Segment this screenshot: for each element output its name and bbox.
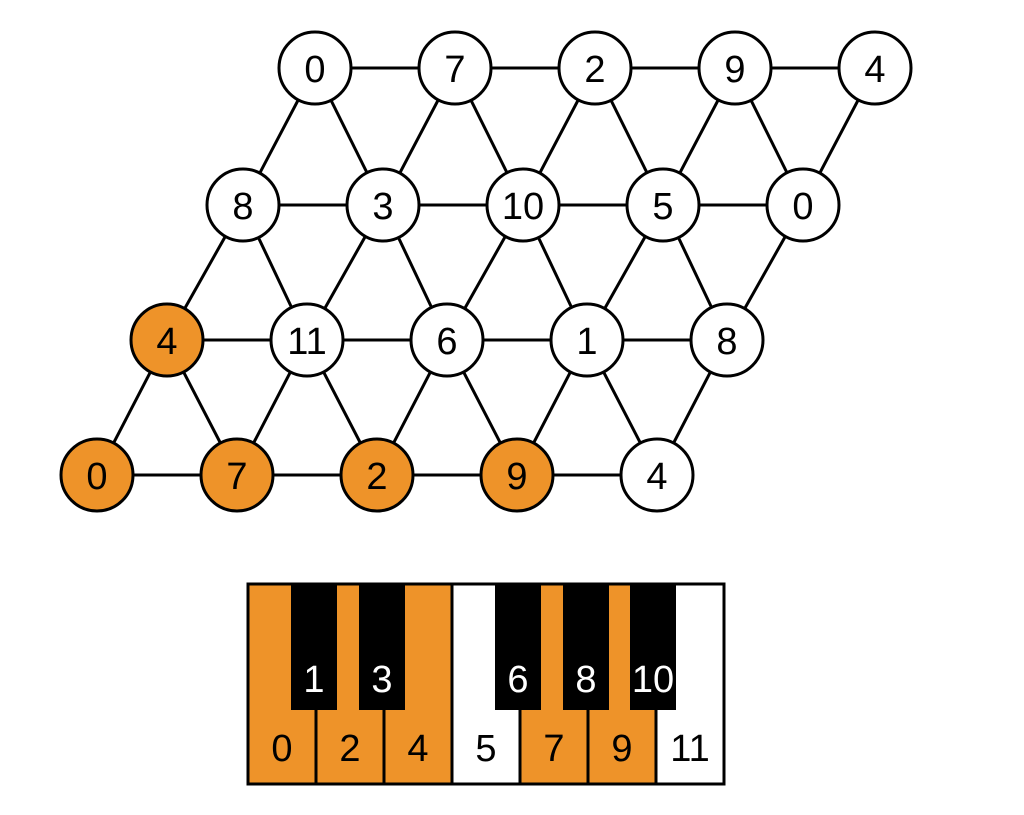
pitch-node-circle [199,437,275,513]
pitch-node-circle [269,302,345,378]
pitch-node-label: 0 [86,456,107,498]
black-key-body [630,584,676,710]
pitch-node-label: 9 [724,49,745,91]
black-key: 6 [495,584,541,710]
pitch-node: 2 [557,30,633,106]
pitch-node-label: 4 [156,321,177,363]
white-key-label: 2 [339,728,360,770]
black-key-label: 3 [371,659,392,701]
pitch-node-circle [765,167,841,243]
pitch-node-label: 4 [864,49,885,91]
pitch-node-label: 9 [506,456,527,498]
black-key: 8 [563,584,609,710]
white-key-label: 4 [407,728,428,770]
white-key-label: 7 [543,728,564,770]
pitch-node: 5 [625,167,701,243]
keyboard-frame [246,582,726,786]
pitch-node-circle [277,30,353,106]
pitch-node-label: 0 [792,186,813,228]
pitch-node-circle [345,167,421,243]
pitch-node-circle [479,437,555,513]
pitch-node-label: 1 [576,321,597,363]
pitch-node: 9 [697,30,773,106]
pitch-node-label: 11 [287,321,326,363]
pitch-node-label: 0 [304,49,325,91]
pitch-node: 7 [199,437,275,513]
black-key-body [495,584,541,710]
black-key-label: 6 [507,659,528,701]
pitch-node-circle [557,30,633,106]
white-key-label: 9 [611,728,632,770]
black-key-body [563,584,609,710]
black-key: 3 [359,584,405,710]
lattice-edges [95,66,877,477]
pitch-node-circle [697,30,773,106]
pitch-node: 9 [479,437,555,513]
black-key-body [291,584,337,710]
pitch-node-circle [689,302,765,378]
white-key-label: 11 [670,728,709,770]
lattice-nodes: 0 7 2 9 4 8 3 10 5 0 4 11 6 1 8 0 7 2 9 4 [59,30,913,513]
pitch-node: 6 [409,302,485,378]
black-key: 10 [630,584,676,710]
pitch-node: 1 [549,302,625,378]
pitch-node-label: 2 [584,49,605,91]
black-key: 1 [291,584,337,710]
pitch-node-circle [485,167,561,243]
pitch-node: 4 [129,302,205,378]
pitch-node-label: 10 [502,186,544,228]
pitch-node-circle [205,167,281,243]
pitch-node-label: 5 [652,186,673,228]
pitch-node-label: 2 [366,456,387,498]
pitch-node-circle [339,437,415,513]
pitch-node-circle [129,302,205,378]
pitch-node: 0 [59,437,135,513]
pitch-node: 10 [485,167,561,243]
white-key-label: 5 [475,728,496,770]
pitch-node: 8 [689,302,765,378]
pitch-node: 0 [277,30,353,106]
white-key-label: 0 [271,728,292,770]
pitch-node-circle [417,30,493,106]
pitch-node-circle [837,30,913,106]
pitch-node-circle [549,302,625,378]
black-key-label: 10 [632,659,674,701]
pitch-node-circle [619,437,695,513]
pitch-node-label: 7 [444,49,465,91]
pitch-node-circle [409,302,485,378]
pitch-node: 2 [339,437,415,513]
black-key-label: 8 [575,659,596,701]
black-key-body [359,584,405,710]
pitch-node-label: 7 [226,456,247,498]
pitch-node: 7 [417,30,493,106]
pitch-node-label: 4 [646,456,667,498]
pitch-node: 4 [619,437,695,513]
pitch-node: 3 [345,167,421,243]
pitch-node: 0 [765,167,841,243]
pitch-node-label: 8 [716,321,737,363]
pitch-node-circle [625,167,701,243]
pitch-node: 4 [837,30,913,106]
pitch-node-label: 6 [436,321,457,363]
pitch-node-label: 8 [232,186,253,228]
black-key-label: 1 [303,659,324,701]
pitch-node: 11 [269,302,345,378]
pitch-node-circle [59,437,135,513]
pitch-node: 8 [205,167,281,243]
pitch-node-label: 3 [372,186,393,228]
